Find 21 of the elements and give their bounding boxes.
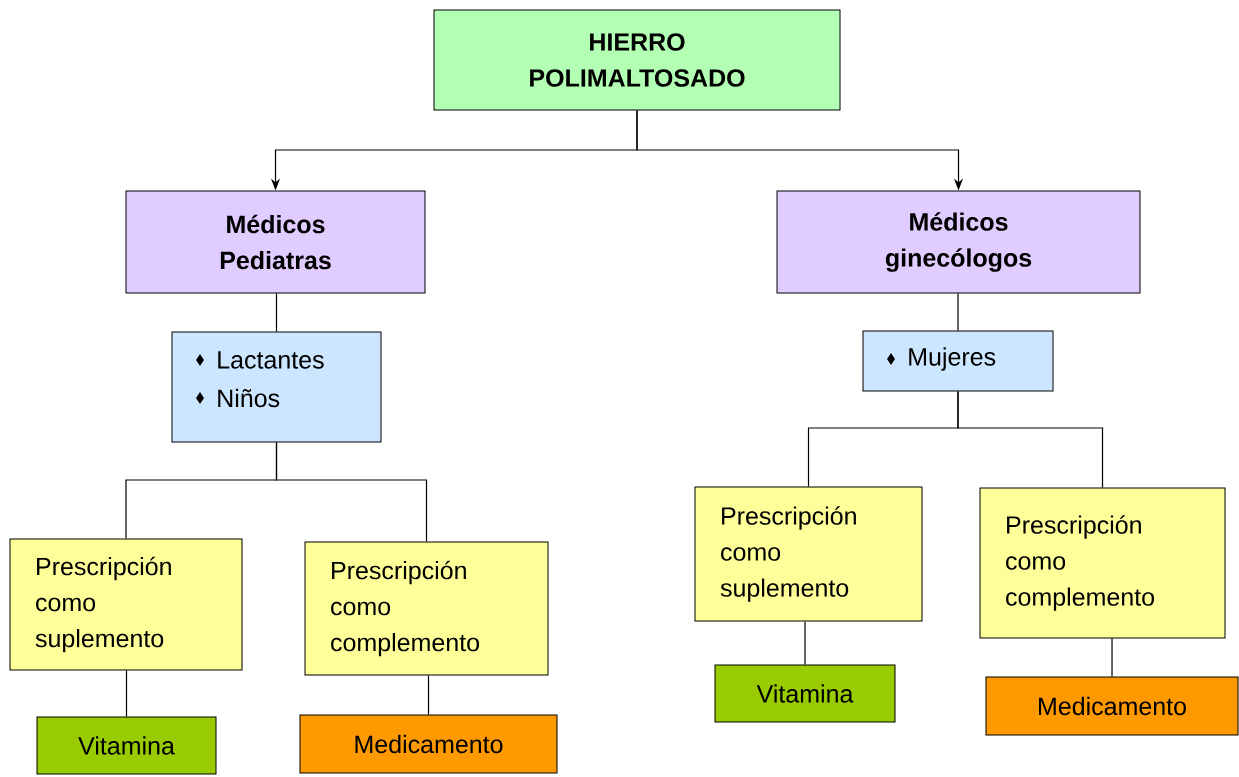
connector-line: [427, 674, 430, 716]
title-box: HIERRO POLIMALTOSADO: [433, 9, 841, 111]
connector-line: [275, 292, 278, 333]
connector-line: [125, 669, 128, 718]
connector-line: [957, 292, 959, 332]
result-box: Vitamina: [714, 664, 896, 723]
connector-line: [957, 390, 1104, 489]
title-box: Médicos ginecólogos: [776, 190, 1141, 294]
bullet-list-box: Lactantes Niños: [171, 331, 382, 443]
bullet-list-box: Mujeres: [862, 330, 1054, 392]
connector-line: [804, 620, 806, 666]
connector-line: [1111, 637, 1113, 678]
result-box: Vitamina: [36, 716, 217, 775]
title-box: Médicos Pediatras: [125, 190, 426, 294]
process-box: Prescripción como complemento: [979, 487, 1226, 639]
result-box: Medicamento: [985, 676, 1239, 736]
connector-line: [275, 441, 428, 543]
process-box: Prescripción como suplemento: [694, 486, 923, 622]
result-box: Medicamento: [299, 714, 558, 774]
process-box: Prescripción como complemento: [304, 541, 549, 676]
process-box: Prescripción como suplemento: [9, 538, 243, 671]
